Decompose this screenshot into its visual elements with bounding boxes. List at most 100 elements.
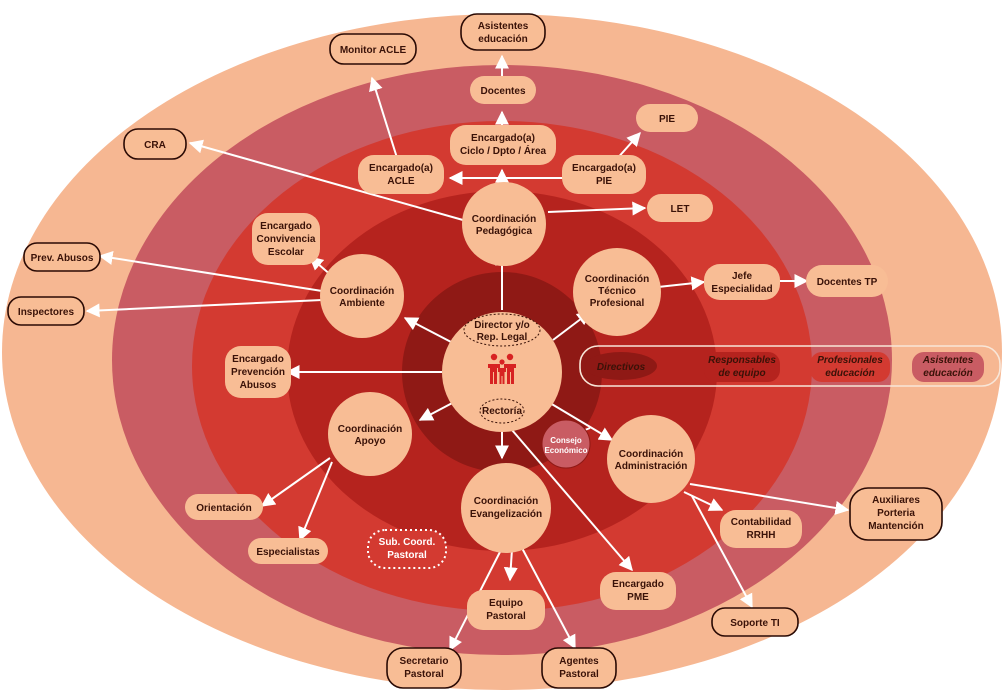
- label: Prevención: [231, 367, 285, 378]
- node-let: LET: [647, 194, 713, 222]
- legend-label-asistentes-1: Asistentes: [922, 355, 974, 366]
- label: Monitor ACLE: [340, 45, 407, 56]
- label: Pastoral: [404, 669, 444, 680]
- node-encargado-convivencia: Encargado Convivencia Escolar: [252, 213, 320, 265]
- label: Apoyo: [354, 436, 385, 447]
- node-encargado-ciclo: Encargado(a) Ciclo / Dpto / Área: [450, 125, 556, 165]
- node-pie: PIE: [636, 104, 698, 132]
- center-hub: Director y/o Rep. Legal Rectoría: [442, 312, 562, 432]
- node-orientacion: Orientación: [185, 494, 263, 520]
- legend-label-responsables-1: Responsables: [708, 355, 776, 366]
- label: Equipo: [489, 598, 523, 609]
- label: Coordinación: [330, 286, 394, 297]
- node-cra: CRA: [123, 128, 187, 160]
- label: Ciclo / Dpto / Área: [460, 144, 547, 157]
- label: PIE: [659, 114, 675, 125]
- director-label-2: Rep. Legal: [477, 332, 528, 343]
- label: Ambiente: [339, 298, 385, 309]
- director-outline: [463, 313, 541, 347]
- node-equipo-pastoral: Equipo Pastoral: [467, 590, 545, 630]
- label: Administración: [615, 461, 688, 472]
- label: Soporte TI: [730, 618, 780, 629]
- label: Coordinación: [619, 449, 683, 460]
- label: LET: [671, 204, 690, 215]
- label: Coordinación: [585, 274, 649, 285]
- label: Encargado(a): [369, 163, 433, 174]
- label: Docentes: [480, 86, 525, 97]
- node-agentes-pastoral: Agentes Pastoral: [541, 647, 617, 689]
- label: Evangelización: [470, 509, 542, 520]
- label: Pedagógica: [476, 226, 533, 237]
- label: Escolar: [268, 247, 304, 258]
- node-coord-apoyo: Coordinación Apoyo: [328, 392, 412, 476]
- label: Coordinación: [338, 424, 402, 435]
- node-coord-tecnico: Coordinación Técnico Profesional: [573, 248, 661, 336]
- label: Encargado(a): [572, 163, 636, 174]
- legend-label-asistentes-2: educación: [923, 368, 972, 379]
- node-encargado-pme: Encargado PME: [600, 572, 676, 610]
- node-inspectores: Inspectores: [7, 296, 85, 326]
- legend-label-responsables-2: de equipo: [718, 368, 765, 379]
- node-monitor-acle: Monitor ACLE: [329, 33, 417, 65]
- rectoria-outline: [479, 398, 525, 424]
- consejo-label-2: Económico: [544, 446, 587, 455]
- label: Jefe: [732, 271, 752, 282]
- node-consejo: Consejo Económico: [541, 419, 591, 469]
- node-especialistas: Especialistas: [248, 538, 328, 564]
- label: Secretario: [400, 656, 449, 667]
- label: Agentes: [559, 656, 599, 667]
- node-sub-coord-pastoral: Sub. Coord. Pastoral: [367, 529, 447, 569]
- label: PME: [627, 592, 649, 603]
- label: CRA: [144, 140, 166, 151]
- node-coord-ambiente: Coordinación Ambiente: [320, 254, 404, 338]
- label: Inspectores: [18, 307, 75, 318]
- label: Especialidad: [711, 284, 772, 295]
- node-coord-pedagogica: Coordinación Pedagógica: [462, 182, 546, 266]
- label: Docentes TP: [817, 277, 878, 288]
- label: Encargado(a): [471, 133, 535, 144]
- label: Especialistas: [256, 547, 320, 558]
- node-contabilidad: Contabilidad RRHH: [720, 510, 802, 548]
- node-auxiliares: Auxiliares Porteria Mantención: [849, 487, 943, 541]
- label: Profesional: [590, 298, 645, 309]
- node-asistentes-educacion: Asistentes educación: [460, 13, 546, 51]
- node-secretario-pastoral: Secretario Pastoral: [386, 647, 462, 689]
- label: Encargado: [260, 221, 312, 232]
- label: Encargado: [232, 354, 284, 365]
- legend-swatch-profesionales: [810, 352, 890, 382]
- label: Pastoral: [486, 611, 526, 622]
- family-logo-icon: [488, 353, 516, 384]
- node-encargado-prevencion: Encargado Prevención Abusos: [225, 346, 291, 398]
- legend-label-directivos: Directivos: [597, 362, 646, 373]
- node-coord-administracion: Coordinación Administración: [607, 415, 695, 503]
- label: Porteria: [877, 508, 915, 519]
- node-encargado-acle: Encargado(a) ACLE: [358, 155, 444, 194]
- label: PIE: [596, 176, 612, 187]
- legend-label-profesionales-1: Profesionales: [817, 355, 883, 366]
- node-prev-abusos: Prev. Abusos: [23, 242, 101, 272]
- label: Contabilidad: [731, 517, 792, 528]
- label: Convivencia: [257, 234, 316, 245]
- label: Asistentes: [478, 21, 529, 32]
- label: Coordinación: [474, 496, 538, 507]
- label: Pastoral: [559, 669, 599, 680]
- legend: Directivos Responsables de equipo Profes…: [579, 345, 1001, 387]
- label: Prev. Abusos: [31, 253, 94, 264]
- label: Auxiliares: [872, 495, 920, 506]
- label: Técnico: [598, 286, 636, 297]
- label: Pastoral: [387, 550, 427, 561]
- label: Sub. Coord.: [379, 537, 436, 548]
- label: RRHH: [747, 530, 776, 541]
- label: educación: [478, 34, 527, 45]
- legend-label-profesionales-2: educación: [825, 368, 874, 379]
- label: ACLE: [387, 176, 415, 187]
- legend-swatch-responsables: [704, 352, 780, 382]
- director-label: Director y/o: [474, 320, 530, 331]
- node-docentes: Docentes: [470, 76, 536, 104]
- label: Mantención: [868, 521, 924, 532]
- label: Encargado: [612, 579, 664, 590]
- consejo-label-1: Consejo: [550, 436, 582, 445]
- node-soporte-ti: Soporte TI: [711, 607, 799, 637]
- label: Orientación: [196, 503, 252, 514]
- legend-swatch-directivos: [585, 352, 657, 380]
